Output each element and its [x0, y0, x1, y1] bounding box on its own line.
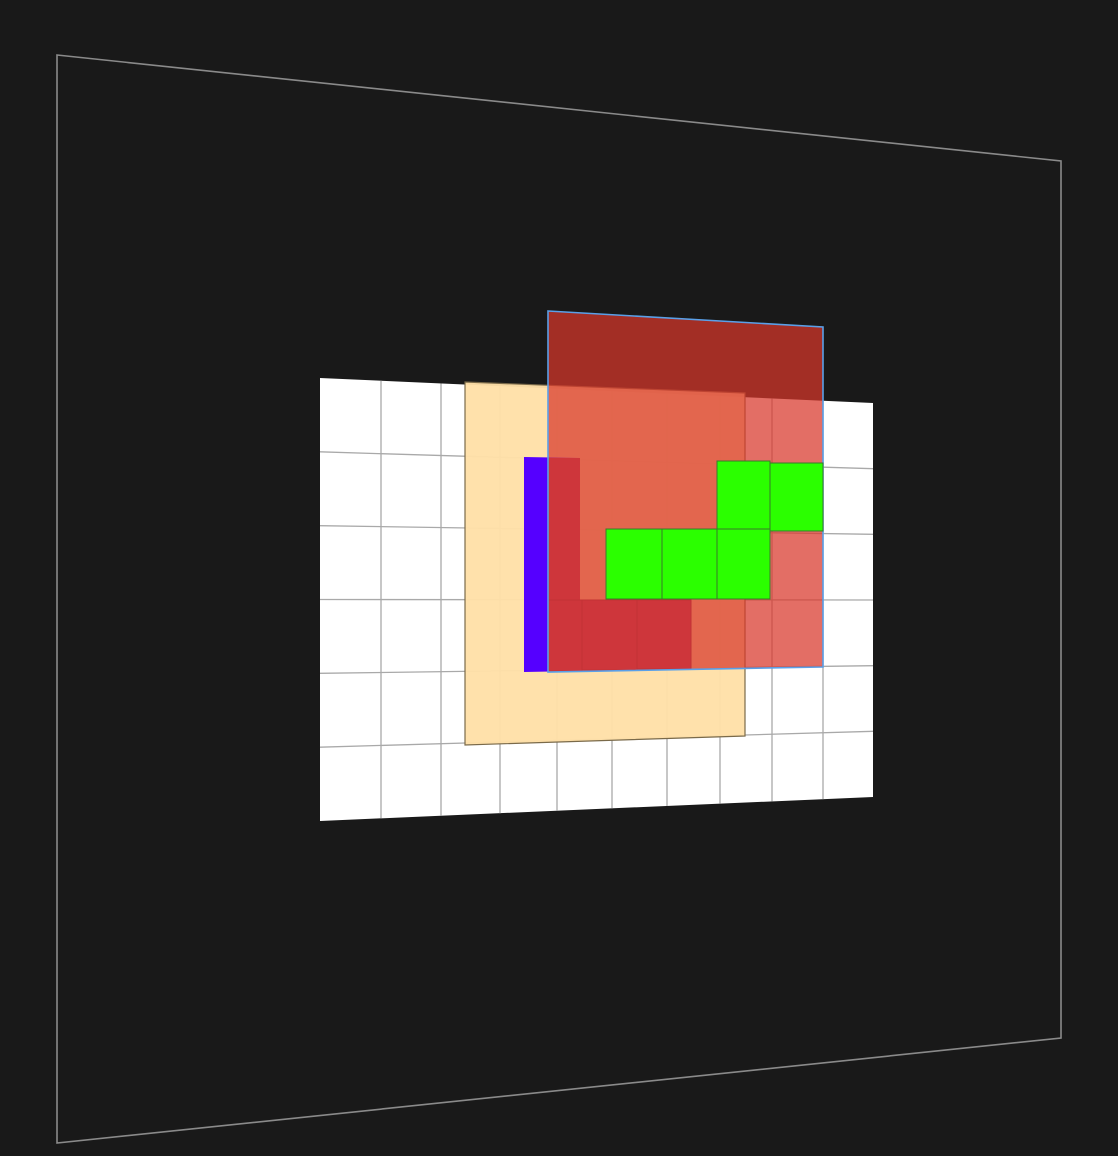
- green-piece: [605, 460, 824, 600]
- green-cell: [769, 462, 824, 532]
- green-cell: [716, 528, 771, 600]
- green-cell: [605, 528, 663, 600]
- outer-frame: [56, 54, 1062, 1144]
- green-cell: [716, 460, 771, 531]
- green-cell: [661, 528, 718, 600]
